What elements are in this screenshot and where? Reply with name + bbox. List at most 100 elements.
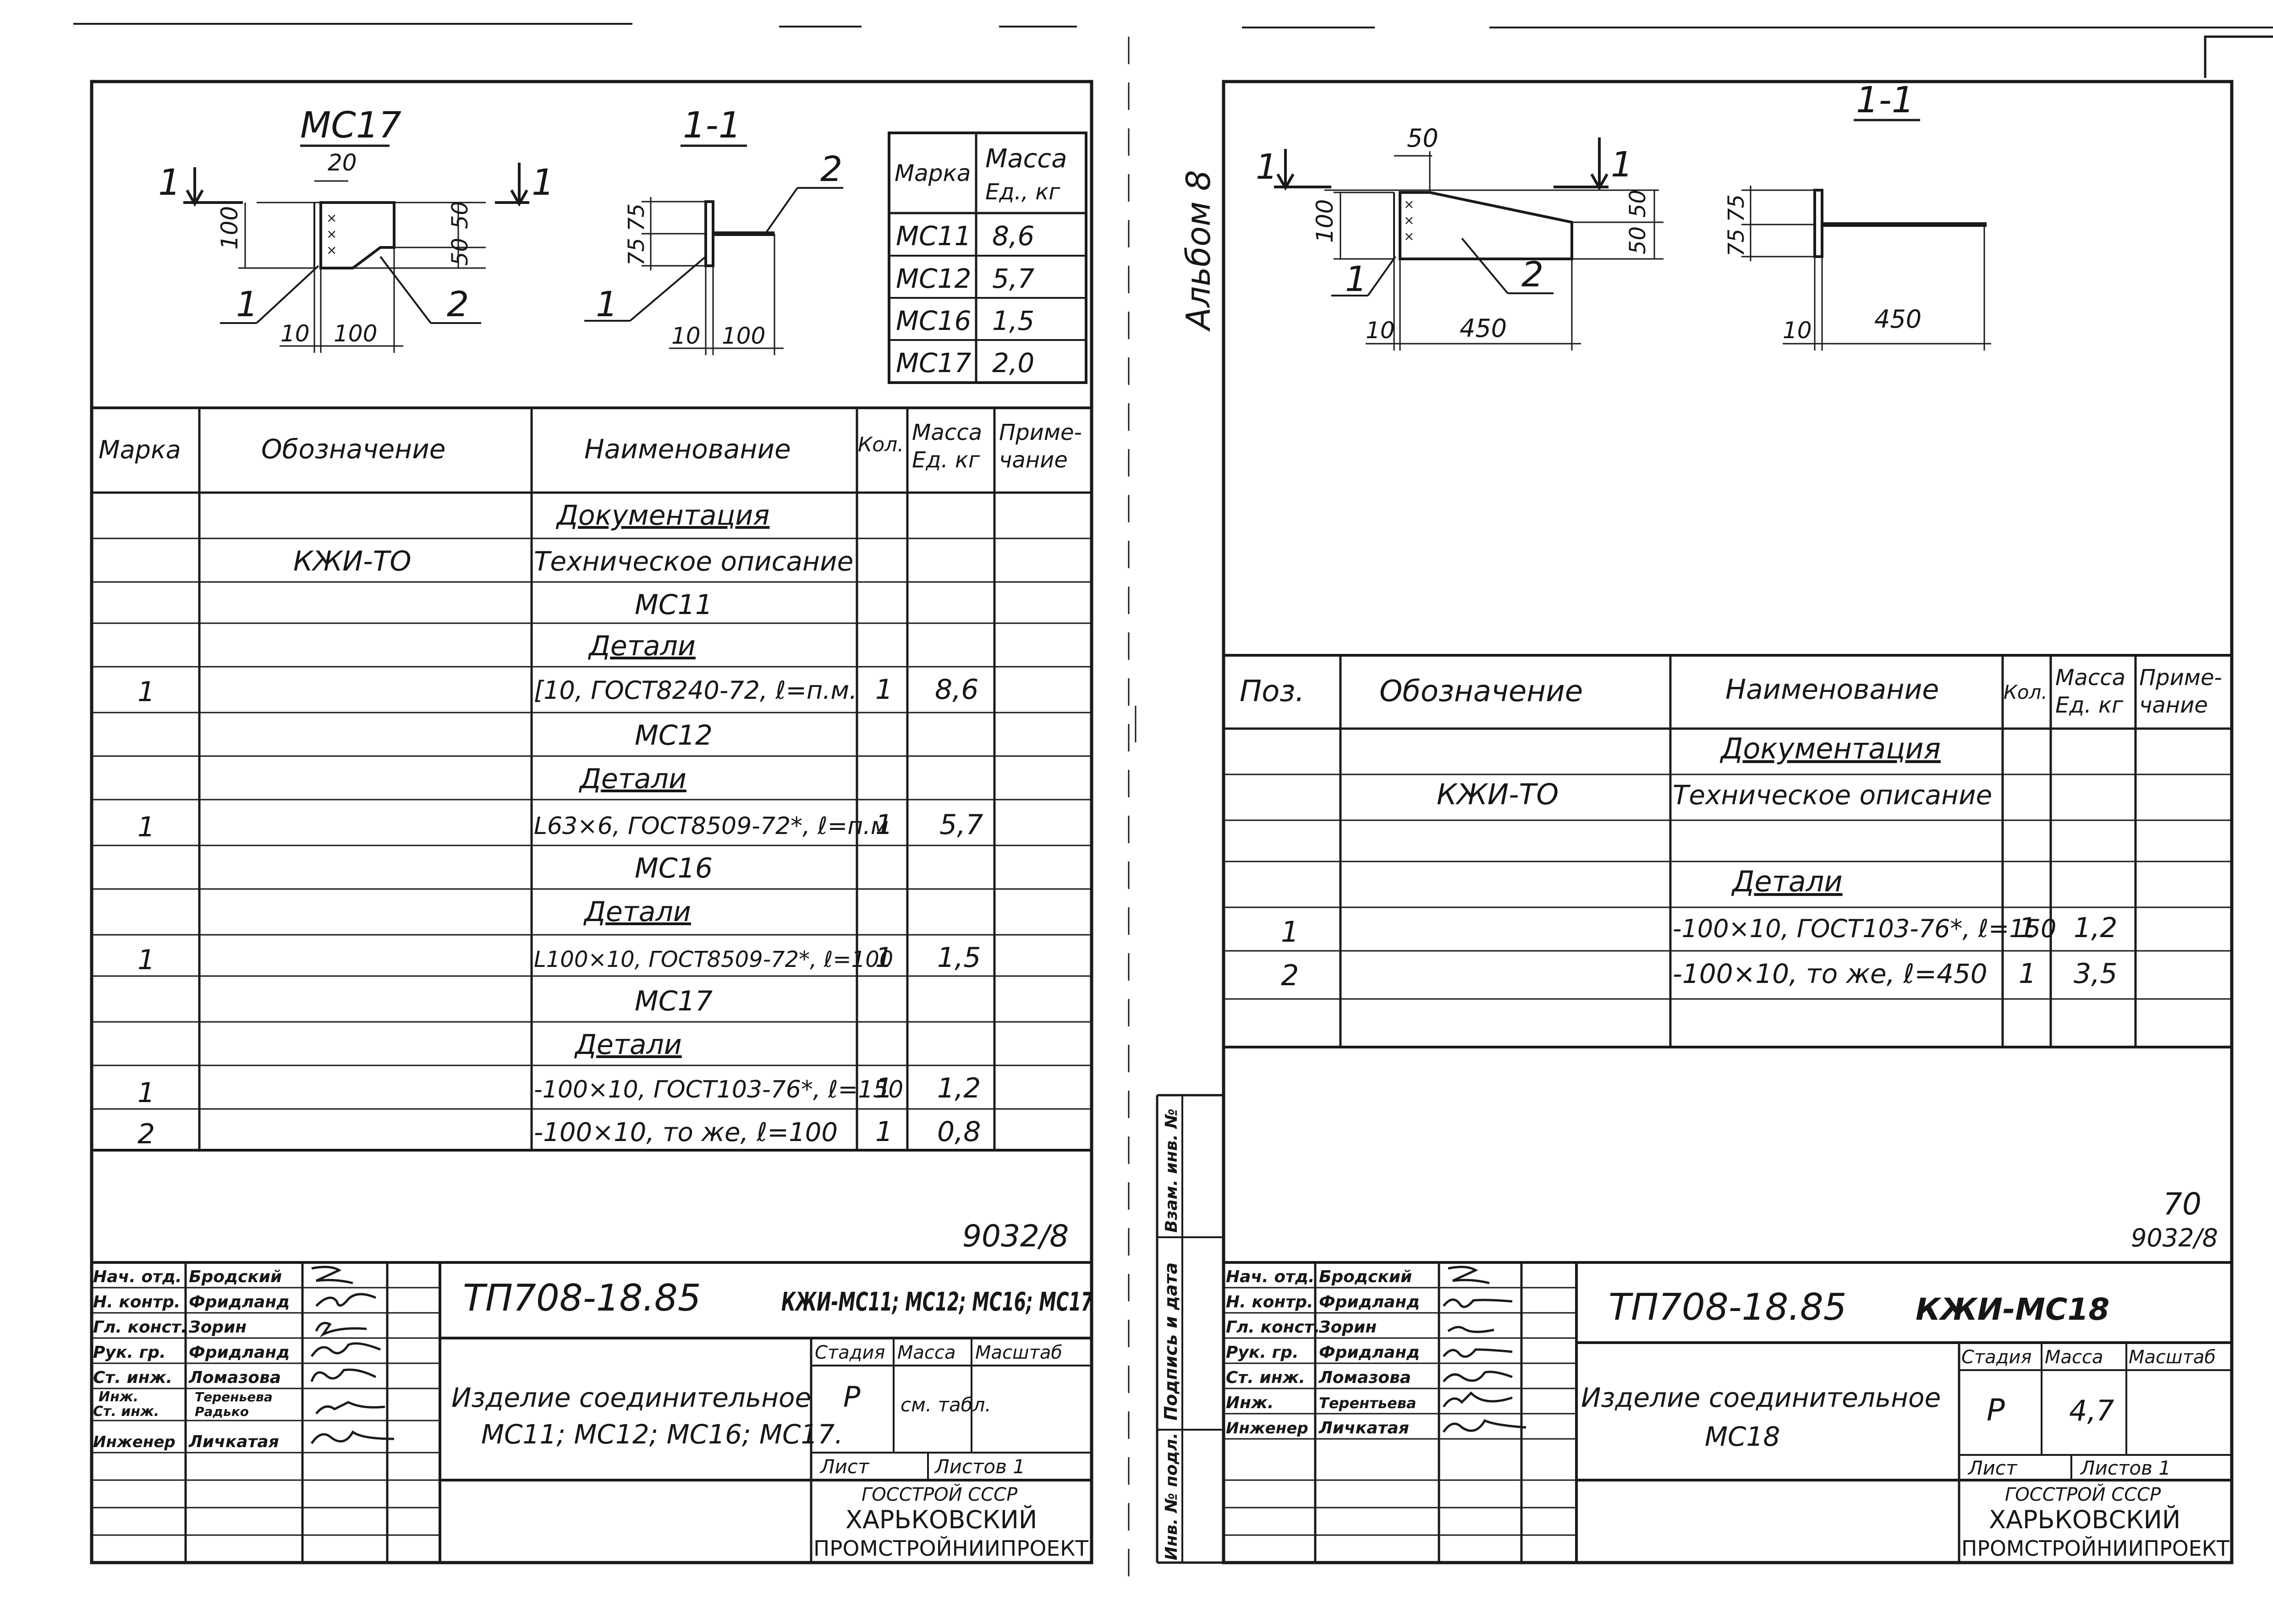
left-title-block: Нач. отд. Н. контр. Гл. конст. Рук. гр. …	[92, 1261, 1093, 1563]
right-drawing-section: 1-1 75 75 10 450	[1724, 80, 1991, 351]
right-spec-header-mass: Масса	[2055, 665, 2125, 691]
right-tb-item-line2: МС18	[1705, 1421, 1780, 1452]
left-tb-role: Нач. отд.	[93, 1267, 182, 1286]
left-callout-2: 2	[447, 284, 469, 324]
svg-text:×: ×	[326, 226, 337, 241]
page-number: 70	[2163, 1186, 2202, 1222]
left-tb-name: Тереньева	[195, 1389, 273, 1405]
left-spec-qty: 1	[875, 942, 893, 974]
left-spec-mark: 1	[137, 811, 155, 843]
left-tb-mass-val: см. табл.	[900, 1394, 991, 1416]
right-section-title: 1-1	[1856, 80, 1914, 121]
left-drawing-title: МС17	[300, 105, 401, 146]
mass-table-row-mark: МС12	[896, 263, 971, 294]
left-spec-section-heading: Документация	[555, 499, 769, 532]
mass-table-header-mark: Марка	[895, 160, 971, 187]
left-spec-name: [10, ГОСТ8240-72, ℓ=п.м.	[534, 676, 857, 705]
left-tb-item-line2: МС11; МС12; МС16; МС17.	[481, 1419, 843, 1450]
right-spec-mass: 1,2	[2074, 912, 2117, 944]
right-dim-10: 10	[1366, 317, 1395, 344]
left-frame	[90, 80, 1093, 1564]
right-dim-50b: 50	[1625, 226, 1651, 254]
right-side-label-inv: Инв. № подл.	[1162, 1432, 1181, 1560]
left-spec-header-name: Наименование	[584, 433, 791, 465]
right-tb-role: Ст. инж.	[1226, 1368, 1305, 1387]
left-dim-20: 20	[328, 149, 357, 176]
left-dim-10: 10	[280, 320, 310, 347]
left-spec-section-heading: Детали	[587, 630, 696, 662]
left-spec-mark: 1	[137, 1077, 155, 1109]
left-spec-header-qty: Кол.	[858, 433, 904, 456]
left-spec-name: L100×10, ГОСТ8509-72*, ℓ=100	[534, 947, 893, 972]
left-drawing-section: 1-1 75 75 10 100 1 2	[584, 105, 843, 355]
right-tb-name: Фридланд	[1319, 1343, 1420, 1362]
mass-table: Марка Масса Ед., кг МС11 8,6 МС12 5,7 МС…	[888, 132, 1087, 384]
left-tb-role: Н. контр.	[93, 1293, 181, 1311]
svg-text:×: ×	[1404, 229, 1414, 244]
left-spec-header-mark: Марка	[99, 435, 181, 464]
right-spec-header-unit: Ед. кг	[2055, 692, 2124, 718]
left-tb-stage: Р	[843, 1380, 861, 1414]
right-tb-name: Личкатая	[1318, 1419, 1409, 1437]
left-spec-header-mass: Масса	[912, 420, 982, 445]
right-spec-header-note1: Приме-	[2139, 665, 2222, 691]
right-sheet: Взам. инв. № Подпись и дата Инв. № подл.…	[1156, 80, 2234, 1564]
left-drawing-plan: МС17 1 1 × × × 20 100 50 50	[158, 105, 555, 353]
left-spec-name: L63×6, ГОСТ8509-72*, ℓ=п.м	[534, 812, 889, 840]
left-spec-qty: 1	[875, 1072, 893, 1104]
left-spec-mass: 1,2	[937, 1072, 981, 1104]
right-sec-dim-75a: 75	[1724, 194, 1749, 222]
left-spec-header-designation: Обозначение	[261, 433, 445, 465]
left-spec-qty: 1	[875, 674, 893, 706]
left-sec-callout-1: 1	[596, 284, 618, 324]
left-tb-item-line1: Изделие соединительное	[451, 1382, 811, 1413]
right-tb-org3: ПРОМСТРОЙНИИПРОЕКТ	[1961, 1536, 2230, 1561]
left-spec-section-heading: Детали	[578, 763, 686, 795]
left-spec-mark: 2	[137, 1118, 155, 1150]
left-tb-name: Фридланд	[189, 1293, 290, 1311]
left-tb-org2: ХАРЬКОВСКИЙ	[846, 1505, 1037, 1534]
right-corner-note: 9032/8	[2131, 1223, 2218, 1252]
left-tb-name: Ломазова	[188, 1368, 281, 1387]
left-signatures	[310, 1266, 395, 1444]
left-tb-name: Бродский	[189, 1267, 282, 1286]
left-sec-dim-75b: 75	[624, 238, 649, 266]
mass-table-row-value: 1,5	[992, 305, 1034, 336]
right-spec-header-name: Наименование	[1725, 674, 1939, 706]
right-dim-100v: 100	[1312, 199, 1338, 243]
left-tb-name: Фридланд	[189, 1343, 290, 1362]
right-callout-2: 2	[1521, 254, 1543, 295]
left-tb-role: Ст. инж.	[93, 1404, 159, 1420]
right-sec-dim-75b: 75	[1724, 229, 1749, 257]
left-spec-designation: КЖИ-ТО	[293, 545, 412, 577]
right-tb-mass-val: 4,7	[2069, 1394, 2114, 1427]
left-spec-section-heading: Детали	[574, 1029, 682, 1061]
left-dim-100h: 100	[334, 320, 377, 347]
left-tb-col-mass: Масса	[897, 1342, 956, 1363]
right-tb-col-stage: Стадия	[1961, 1347, 2031, 1368]
left-callout-1: 1	[236, 284, 258, 324]
left-spec-name: -100×10, то же, ℓ=100	[534, 1118, 838, 1147]
right-dim-450: 450	[1460, 314, 1507, 343]
right-spec-header-designation: Обозначение	[1379, 675, 1583, 708]
left-dim-50b: 50	[447, 238, 473, 266]
left-tb-sheets: Листов 1	[934, 1455, 1025, 1478]
right-spec-designation: КЖИ-ТО	[1437, 778, 1559, 811]
mass-table-header-unit: Ед., кг	[985, 179, 1060, 205]
left-tb-role: Инженер	[93, 1433, 176, 1451]
left-spec-mass: 0,8	[937, 1116, 981, 1148]
mass-table-row-value: 8,6	[992, 220, 1034, 252]
left-tb-col-stage: Стадия	[815, 1342, 885, 1363]
mass-table-row-mark: МС16	[896, 305, 971, 336]
left-spec-group: МС17	[635, 985, 713, 1017]
right-side-label-sign: Подпись и дата	[1161, 1262, 1181, 1421]
left-tb-role: Ст. инж.	[93, 1368, 172, 1387]
right-spec-section-heading: Детали	[1731, 865, 1843, 898]
right-tb-role: Н. контр.	[1226, 1293, 1313, 1311]
right-side-label-replace: Взам. инв. №	[1162, 1108, 1181, 1233]
right-spec-table: Поз. Обозначение Наименование Кол. Масса…	[1224, 654, 2232, 1048]
right-spec-pos: 1	[1281, 915, 1299, 949]
left-spec-group: МС12	[635, 719, 713, 752]
right-spec-pos: 2	[1281, 959, 1299, 992]
